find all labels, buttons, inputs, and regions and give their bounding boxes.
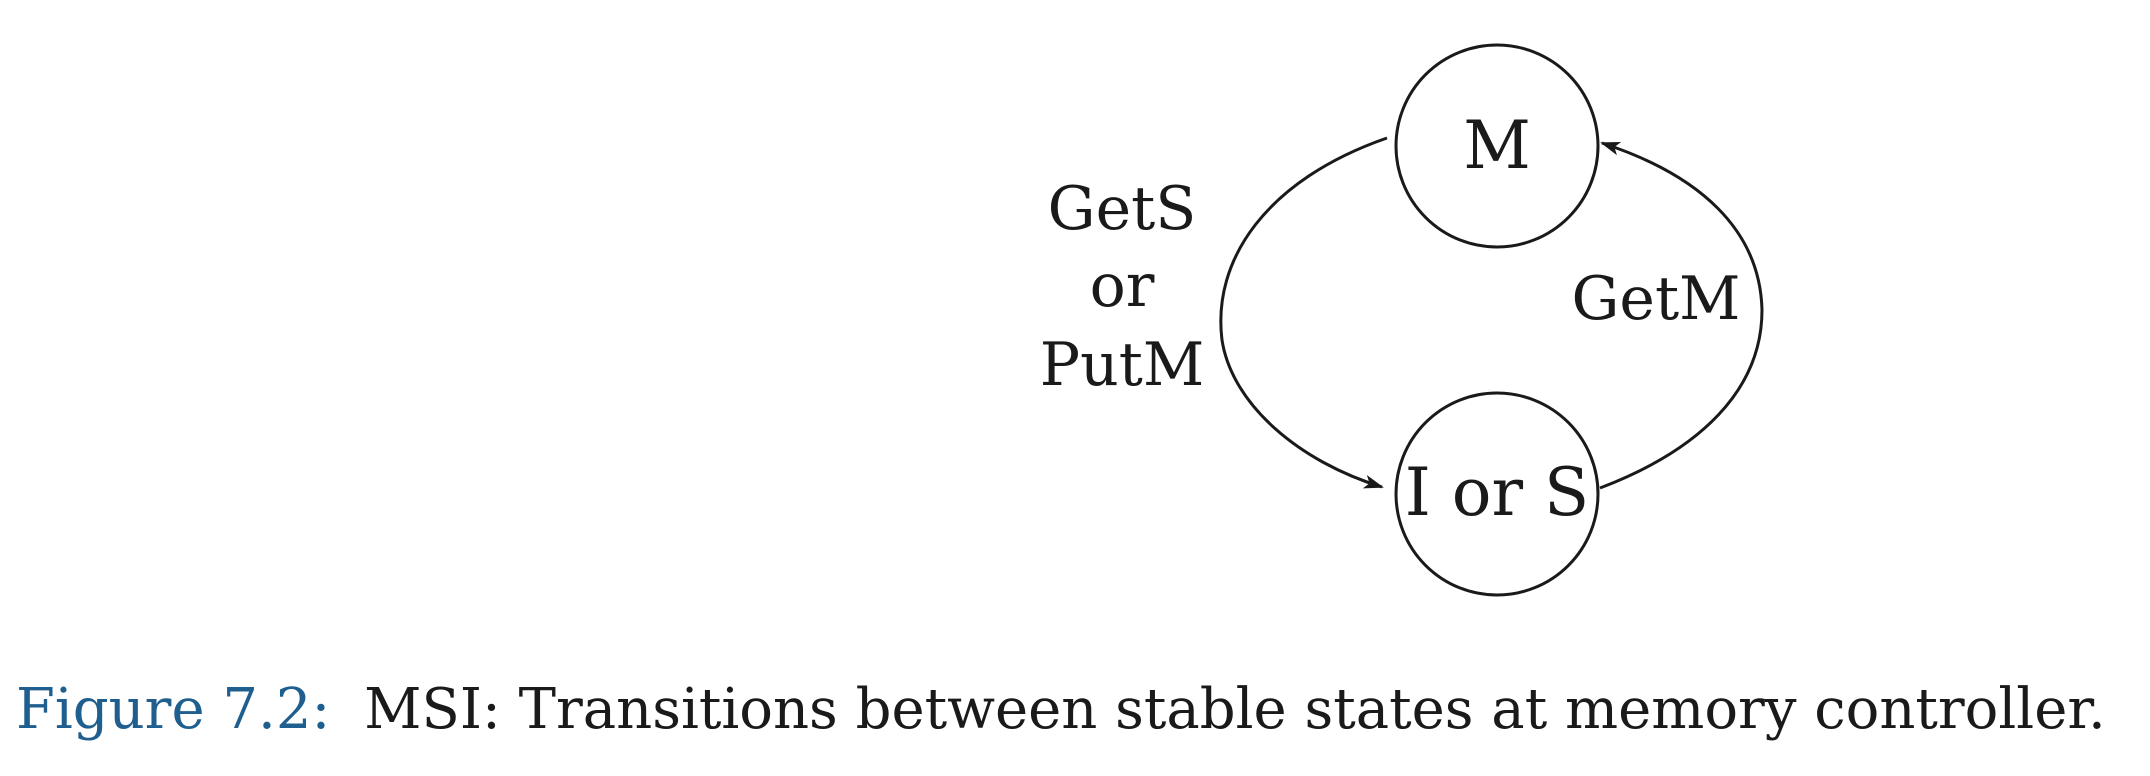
- state-m-label: M: [1463, 107, 1531, 184]
- edge-label-gets-or-putm: GetS or PutM: [1040, 174, 1205, 400]
- state-i-or-s-circle: [1394, 391, 1600, 597]
- edge-i-or-s-to-m: [1599, 141, 1764, 490]
- caption-text: MSI: Transitions between stable states a…: [364, 677, 2106, 742]
- edge-label-getm: GetM: [1572, 264, 1741, 334]
- edge-m-to-i-or-s: [1219, 136, 1388, 489]
- state-i-or-s: I or S: [1394, 391, 1600, 597]
- state-m: M: [1394, 43, 1600, 249]
- edge-label-line: PutM: [1040, 330, 1205, 400]
- edge-label-line: GetS: [1048, 174, 1197, 244]
- caption-number: Figure 7.2:: [16, 677, 330, 742]
- state-m-circle: [1394, 43, 1600, 249]
- figure-caption: Figure 7.2: MSI: Transitions between sta…: [16, 677, 2106, 742]
- edge-label-line: or: [1090, 251, 1155, 321]
- state-i-or-s-label: I or S: [1405, 454, 1590, 531]
